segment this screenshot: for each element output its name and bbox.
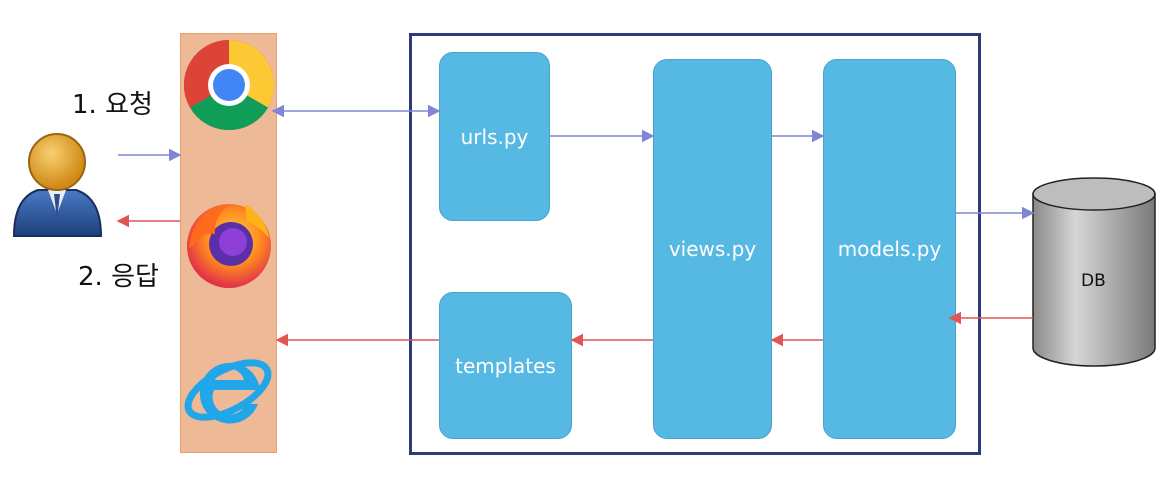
internet-explorer-icon	[184, 359, 272, 424]
database-cylinder-icon	[1032, 177, 1156, 367]
response-label: 2. 응답	[78, 262, 159, 292]
firefox-icon	[187, 204, 271, 288]
request-label: 1. 요청	[72, 90, 153, 120]
django-app-frame	[409, 33, 981, 455]
models-label: models.py	[837, 237, 942, 261]
views-label: views.py	[668, 237, 757, 261]
views-module: views.py	[653, 59, 772, 439]
templates-label: templates	[455, 353, 556, 378]
urls-label: urls.py	[460, 124, 529, 149]
urls-module: urls.py	[439, 52, 550, 221]
db-label: DB	[1081, 271, 1106, 291]
chrome-icon	[183, 39, 275, 131]
models-module: models.py	[823, 59, 956, 439]
user-avatar-icon	[12, 133, 103, 237]
templates-module: templates	[439, 292, 572, 439]
